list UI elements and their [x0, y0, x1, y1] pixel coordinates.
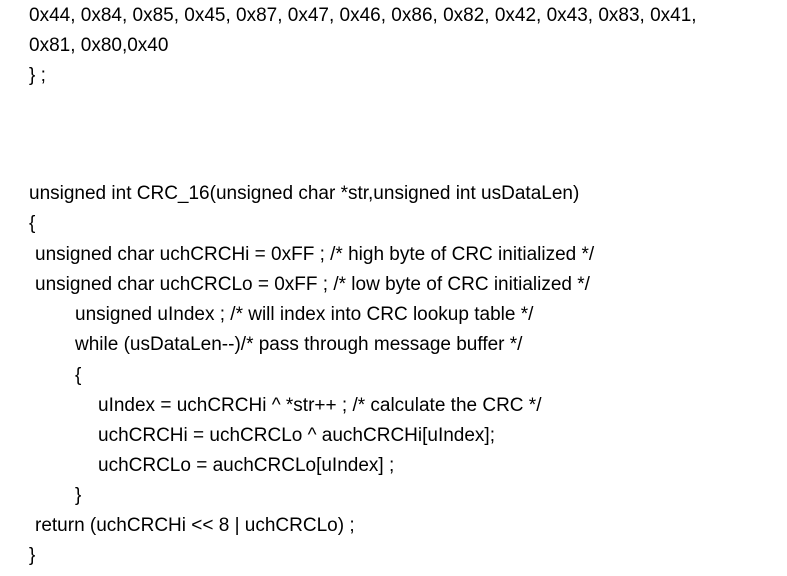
- crc-hi-update-line: uchCRCHi = uchCRCLo ^ auchCRCHi[uIndex];: [98, 425, 495, 446]
- array-values-line-2: 0x81, 0x80,0x40: [29, 35, 169, 56]
- array-values-line-1: 0x44, 0x84, 0x85, 0x45, 0x87, 0x47, 0x46…: [29, 5, 697, 26]
- function-close-brace: }: [29, 545, 36, 566]
- function-signature: unsigned int CRC_16(unsigned char *str,u…: [29, 183, 580, 204]
- loop-close-brace: }: [75, 485, 82, 506]
- array-close-brace: } ;: [29, 65, 46, 86]
- loop-open-brace: {: [75, 365, 82, 386]
- index-calculation-line: uIndex = uchCRCHi ^ *str++ ; /* calculat…: [98, 395, 542, 416]
- index-declaration: unsigned uIndex ; /* will index into CRC…: [75, 304, 534, 325]
- while-loop-line: while (usDataLen--)/* pass through messa…: [75, 334, 523, 355]
- crc-hi-declaration: unsigned char uchCRCHi = 0xFF ; /* high …: [35, 244, 595, 265]
- return-statement: return (uchCRCHi << 8 | uchCRCLo) ;: [35, 515, 355, 536]
- function-open-brace: {: [29, 213, 36, 234]
- crc-lo-update-line: uchCRCLo = auchCRCLo[uIndex] ;: [98, 455, 395, 476]
- crc-lo-declaration: unsigned char uchCRCLo = 0xFF ; /* low b…: [35, 274, 590, 295]
